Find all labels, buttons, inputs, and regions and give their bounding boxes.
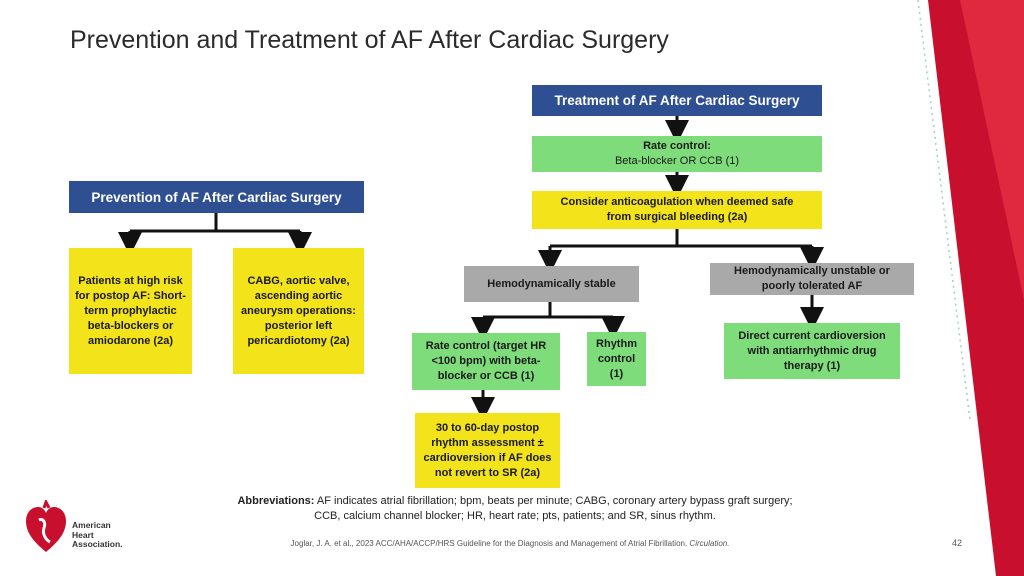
rate-control-box: Rate control: Beta-blocker OR CCB (1) [532,136,822,172]
anticoagulation-box: Consider anticoagulation when deemed saf… [532,191,822,229]
page-title: Prevention and Treatment of AF After Car… [70,26,669,54]
treatment-header: Treatment of AF After Cardiac Surgery [532,85,822,116]
citation: Joglar, J. A. et al., 2023 ACC/AHA/ACCP/… [200,539,820,548]
rate-control-label: Rate control: [643,140,711,152]
prevention-surgery-box: CABG, aortic valve, ascending aortic ane… [233,248,364,374]
corner-decoration [917,0,1024,576]
hemodynamically-stable-box: Hemodynamically stable [464,266,639,302]
anticoagulation-text: Consider anticoagulation when deemed saf… [560,196,794,223]
abbreviations: Abbreviations: AF indicates atrial fibri… [150,494,880,524]
prevention-high-risk-box: Patients at high risk for postop AF: Sho… [69,248,192,374]
page-number: 42 [952,538,963,548]
prevention-surgery-text: CABG, aortic valve, ascending aortic ane… [241,274,356,347]
rate-control-text: Beta-blocker OR CCB (1) [614,155,740,167]
aha-logo-text: American Heart Association. [72,520,123,549]
abbreviations-text-1: AF indicates atrial fibrillation; bpm, b… [316,495,793,507]
abbreviations-label: Abbreviations: [237,495,315,507]
abbreviations-text-2: CCB, calcium channel blocker; HR, heart … [314,510,716,522]
citation-journal: Circulation. [689,539,730,548]
citation-text: Joglar, J. A. et al., 2023 ACC/AHA/ACCP/… [290,539,688,548]
followup-assessment-box: 30 to 60-day postop rhythm assessment ± … [415,413,560,488]
prevention-header: Prevention of AF After Cardiac Surgery [69,181,364,213]
hemodynamically-unstable-box: Hemodynamically unstable or poorly toler… [710,263,914,295]
rate-control-target-hr-box: Rate control (target HR <100 bpm) with b… [412,333,560,390]
prevention-high-risk-text: Patients at high risk for postop AF: Sho… [75,274,186,347]
aha-heart-logo [26,500,66,552]
cardioversion-box: Direct current cardioversion with antiar… [724,323,900,379]
rhythm-control-box: Rhythm control (1) [587,332,646,386]
